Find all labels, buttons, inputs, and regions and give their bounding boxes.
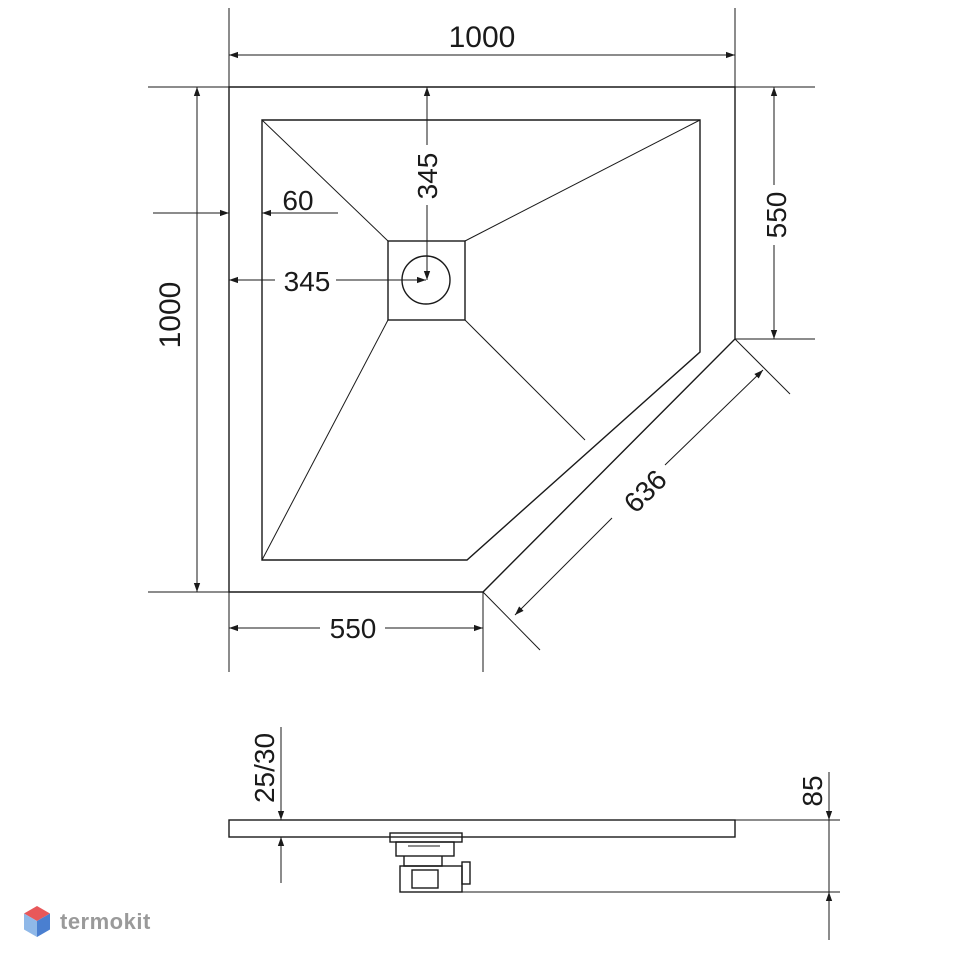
tray-outline: [228, 86, 736, 593]
brand-logo: termokit: [22, 905, 151, 939]
dim-diagonal: 636: [618, 464, 673, 519]
dim-right-height: 550: [761, 192, 792, 239]
dim-drain-offset-y: 345: [412, 153, 443, 200]
dim-left-height: 1000: [154, 282, 187, 349]
hexagon-cube-icon: [24, 906, 50, 937]
dim-bottom-width: 550: [330, 613, 377, 644]
plan-view: 1000 1000 550 550 636 60 345 345: [148, 8, 815, 672]
slope-line: [261, 319, 389, 561]
tray-profile: [228, 819, 736, 838]
slope-line: [464, 319, 586, 441]
drain-assembly: [389, 832, 471, 893]
tray-inner-outline: [261, 119, 701, 561]
dim-rim: 60: [282, 185, 313, 216]
slope-line: [261, 119, 389, 242]
section-view: 25/30 85: [228, 727, 840, 940]
dim-total-height: 85: [797, 775, 828, 806]
dim-tray-thickness: 25/30: [249, 733, 280, 803]
slope-line: [464, 119, 701, 242]
dim-drain-offset-x: 345: [284, 266, 331, 297]
brand-name: termokit: [60, 909, 151, 934]
dim-top-width: 1000: [449, 21, 516, 54]
